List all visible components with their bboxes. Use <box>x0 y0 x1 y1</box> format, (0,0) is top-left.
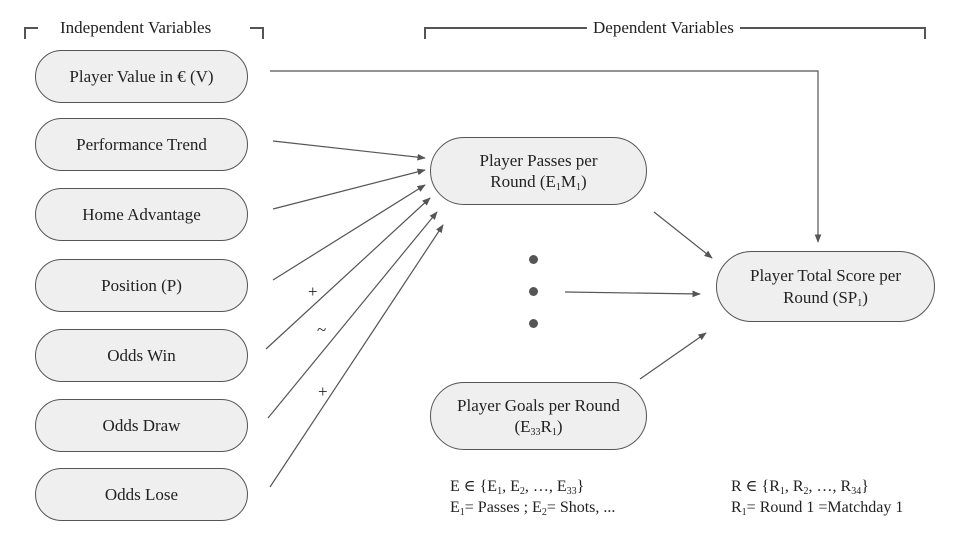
node-player-passes: Player Passes per Round (E1M1) <box>430 137 647 205</box>
node-player-value: Player Value in € (V) <box>35 50 248 103</box>
goals-line2: (E33R1) <box>514 417 563 438</box>
node-player-total-score: Player Total Score per Round (SP1) <box>716 251 935 322</box>
note-r-definition: R1= Round 1 =Matchday 1 <box>731 499 904 518</box>
ellipsis-dot-2 <box>529 287 538 296</box>
node-odds-draw: Odds Draw <box>35 399 248 452</box>
note-e-definition: E1= Passes ; E2= Shots, ... <box>450 499 616 518</box>
ellipsis-dot-1 <box>529 255 538 264</box>
sign-odds-draw: + <box>318 382 328 401</box>
arrow-dots-to-total <box>564 290 701 298</box>
arrow-home-to-passes <box>272 168 426 210</box>
arrow-trend-to-passes <box>272 140 426 161</box>
arrow-lose-to-passes <box>269 224 444 488</box>
arrow-win-to-passes <box>265 197 431 350</box>
arrow-passes-to-total <box>653 211 713 259</box>
dependent-variables-header: Dependent Variables <box>587 18 740 38</box>
node-home-advantage: Home Advantage <box>35 188 248 241</box>
arrow-position-to-passes <box>272 184 426 281</box>
node-performance-trend: Performance Trend <box>35 118 248 171</box>
note-e-set: E ∈ {E1, E2, …, E33} <box>450 478 585 497</box>
independent-variables-header: Independent Variables <box>54 18 218 38</box>
passes-line1: Player Passes per <box>479 150 598 170</box>
arrow-draw-to-passes <box>267 211 438 419</box>
goals-line1: Player Goals per Round <box>457 395 620 415</box>
independent-bracket-left <box>24 27 38 39</box>
sign-odds-win: ~ <box>317 320 327 339</box>
arrow-value-to-total <box>270 70 822 243</box>
node-position: Position (P) <box>35 259 248 312</box>
note-r-set: R ∈ {R1, R2, …, R34} <box>731 478 869 497</box>
sign-position: + <box>308 282 318 301</box>
passes-line2: Round (E1M1) <box>490 172 587 193</box>
total-line2: Round (SP1) <box>783 287 868 309</box>
independent-bracket-right <box>250 27 264 39</box>
node-player-goals: Player Goals per Round (E33R1) <box>430 382 647 450</box>
node-odds-lose: Odds Lose <box>35 468 248 521</box>
total-line1: Player Total Score per <box>750 266 901 286</box>
node-odds-win: Odds Win <box>35 329 248 382</box>
arrow-goals-to-total <box>639 332 707 380</box>
ellipsis-dot-3 <box>529 319 538 328</box>
